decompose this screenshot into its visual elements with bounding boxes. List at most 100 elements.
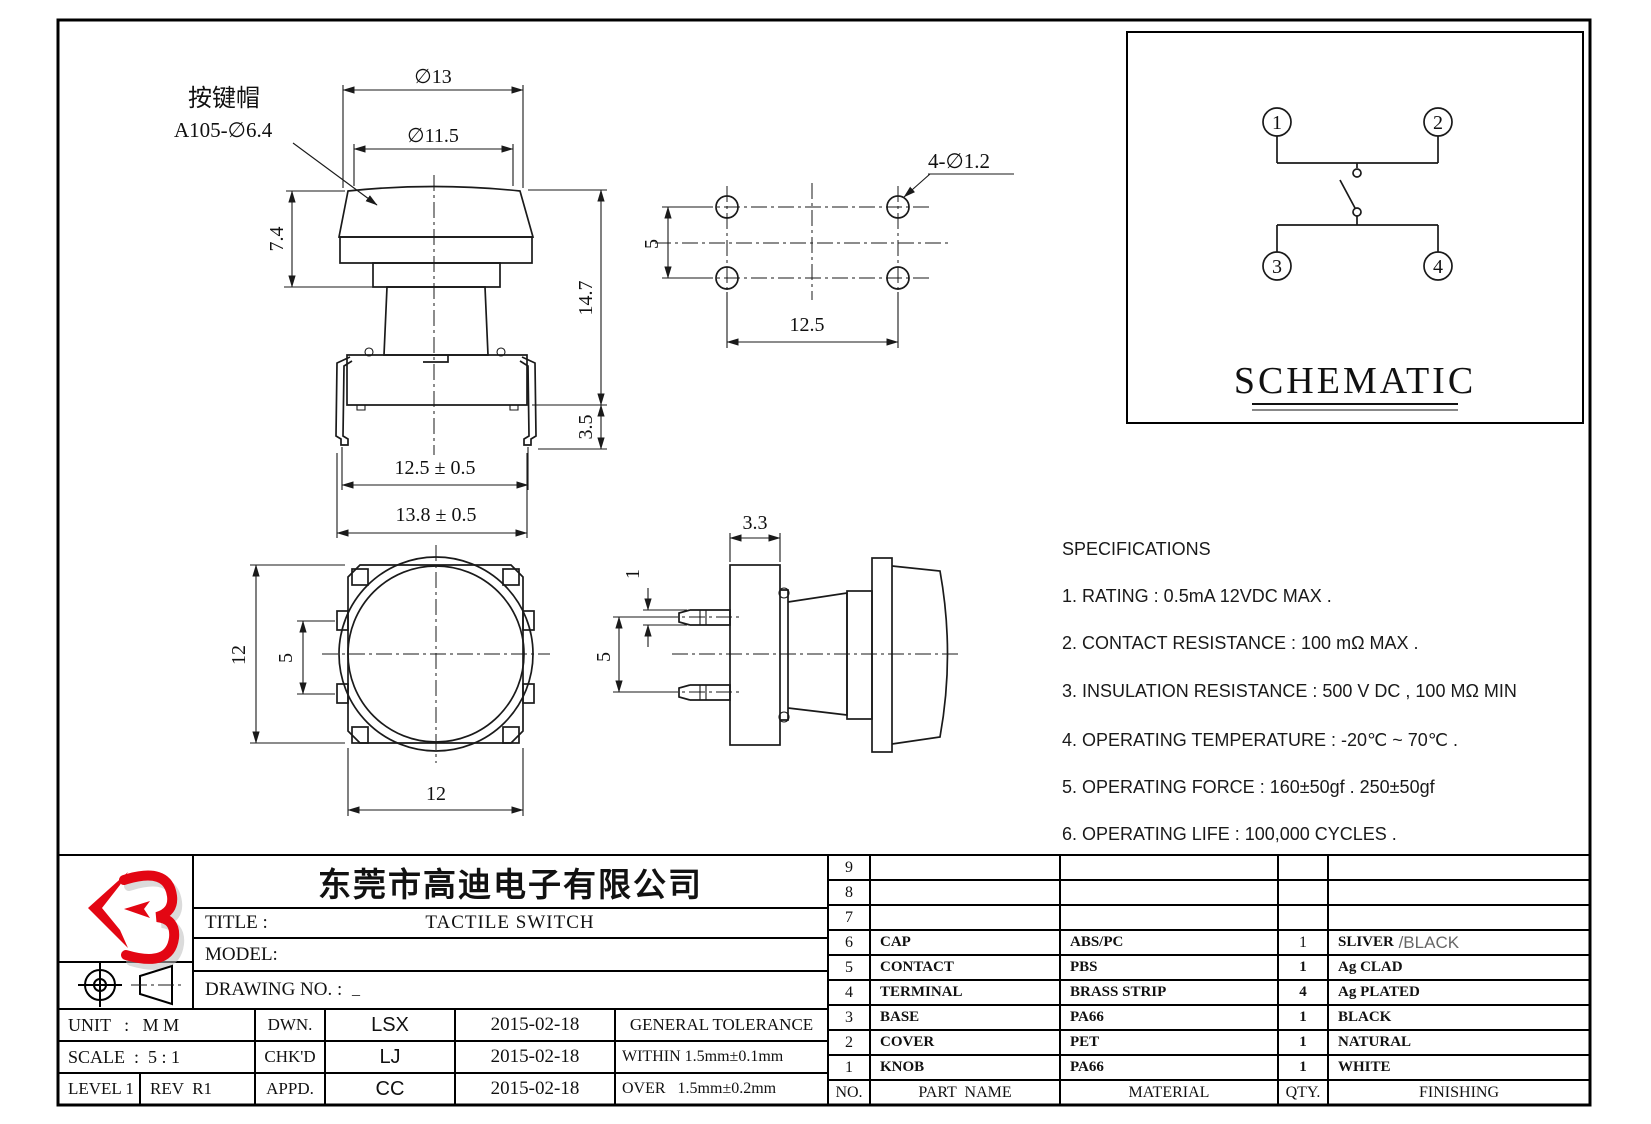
schematic-pin-2: 2 — [1433, 112, 1443, 134]
page-frame — [56, 18, 1592, 1107]
part-finishing: Ag CLAD — [1338, 959, 1403, 975]
spec-line-6: 6. OPERATING LIFE : 100,000 CYCLES . — [1062, 823, 1397, 844]
finishing-main: SLIVER — [1338, 934, 1394, 950]
part-row-no: 6 — [845, 933, 853, 951]
dim-side-1: 1 — [622, 569, 644, 579]
part-row-no: 3 — [845, 1008, 853, 1026]
part-material: PA66 — [1070, 1059, 1104, 1075]
dim-front-147: 14.7 — [575, 281, 597, 316]
front-view: ∅13 ∅11.5 按键帽 A105-∅6.4 7.4 14.7 3.5 12.… — [174, 66, 607, 538]
dim-front-74: 7.4 — [266, 227, 288, 252]
chk-date: 2015-02-18 — [490, 1046, 580, 1067]
part-finishing: Ag PLATED — [1338, 984, 1420, 1000]
schematic-pin-3: 3 — [1272, 256, 1282, 278]
dim-pcb-holes: 4-∅1.2 — [928, 149, 990, 173]
company-logo — [88, 870, 185, 970]
part-name: CAP — [880, 934, 911, 950]
spec-line-1: 1. RATING : 0.5mA 12VDC MAX . — [1062, 585, 1332, 606]
company-name: 东莞市高迪电子有限公司 — [318, 866, 703, 903]
dwn-name: LSX — [371, 1013, 409, 1036]
part-qty: 1 — [1299, 1034, 1307, 1050]
part-material: PA66 — [1070, 1009, 1104, 1025]
part-finishing: SLIVER /BLACK — [1338, 930, 1588, 955]
dim-front-125: 12.5 ± 0.5 — [395, 457, 476, 479]
schematic-pin-4: 4 — [1433, 256, 1443, 278]
table-grid — [58, 854, 1590, 1105]
cap-label-cn: 按键帽 — [188, 85, 260, 112]
part-row-no: 9 — [845, 858, 853, 876]
part-finishing: WHITE — [1338, 1059, 1391, 1075]
dwn-date: 2015-02-18 — [490, 1014, 580, 1035]
dim-pcb-125: 12.5 — [790, 314, 825, 336]
projection-symbol — [78, 963, 181, 1007]
spec-line-4: 4. OPERATING TEMPERATURE : -20℃ ~ 70℃ . — [1062, 729, 1459, 750]
part-qty: 4 — [1299, 984, 1307, 1000]
part-row-no: 8 — [845, 883, 853, 901]
part-finishing: BLACK — [1338, 1009, 1392, 1025]
appd-role: APPD. — [266, 1079, 314, 1098]
dim-front-dia115: ∅11.5 — [407, 125, 459, 147]
appd-date: 2015-02-18 — [490, 1078, 580, 1099]
dim-front-dia13: ∅13 — [414, 66, 451, 88]
part-qty: 1 — [1299, 933, 1307, 951]
spec-line-5: 5. OPERATING FORCE : 160±50gf . 250±50gf — [1062, 776, 1435, 797]
parts-header-no: NO. — [835, 1083, 863, 1101]
level-field: LEVEL 1 — [68, 1079, 134, 1098]
spec-line-3: 3. INSULATION RESISTANCE : 500 V DC , 10… — [1062, 680, 1517, 701]
model-label: MODEL: — [205, 943, 278, 965]
part-material: PET — [1070, 1034, 1100, 1050]
dim-front-35: 3.5 — [575, 415, 597, 440]
dim-bottom-5: 5 — [275, 653, 297, 663]
unit-field: UNIT : M M — [68, 1014, 180, 1035]
finishing-alt: /BLACK — [1393, 932, 1460, 952]
dim-front-138: 13.8 ± 0.5 — [396, 504, 477, 526]
drawing-no-label: DRAWING NO. : — [205, 979, 343, 1000]
part-row-no: 2 — [845, 1033, 853, 1051]
bottom-view: 12 5 12 — [228, 545, 550, 816]
part-row-no: 7 — [845, 908, 853, 926]
part-name: COVER — [880, 1034, 935, 1050]
tolerance-within: WITHIN 1.5mm±0.1mm — [622, 1048, 784, 1065]
title-label: TITLE : — [205, 912, 268, 933]
drawing-no-value: _ — [352, 981, 360, 998]
part-finishing: NATURAL — [1338, 1034, 1412, 1050]
schematic-box: 1 2 3 4 SCHEMATIC — [1126, 31, 1584, 424]
dim-side-33: 3.3 — [743, 512, 768, 534]
part-row-no: 1 — [845, 1058, 853, 1076]
schematic-title: SCHEMATIC — [1234, 360, 1476, 402]
appd-name: CC — [375, 1077, 405, 1100]
parts-header-name: PART NAME — [918, 1083, 1012, 1101]
parts-header-material: MATERIAL — [1128, 1083, 1210, 1101]
specs-title: SPECIFICATIONS — [1062, 538, 1211, 559]
part-material: ABS/PC — [1070, 934, 1124, 950]
dim-bottom-12: 12 — [426, 783, 446, 805]
parts-header-qty: QTY. — [1285, 1083, 1321, 1101]
chk-role: CHK'D — [264, 1047, 316, 1066]
schematic-pin-1: 1 — [1272, 112, 1282, 134]
part-qty: 1 — [1299, 1059, 1307, 1075]
dim-side-5: 5 — [593, 652, 615, 662]
scale-field: SCALE : 5 : 1 — [68, 1046, 181, 1067]
dim-pcb-5: 5 — [641, 239, 663, 249]
part-qty: 1 — [1299, 1009, 1307, 1025]
cap-label-code: A105-∅6.4 — [174, 118, 273, 142]
part-row-no: 4 — [845, 983, 853, 1001]
part-name: KNOB — [880, 1059, 925, 1075]
part-name: TERMINAL — [880, 984, 963, 1000]
dwn-role: DWN. — [267, 1015, 313, 1034]
part-name: CONTACT — [880, 959, 954, 975]
chk-name: LJ — [379, 1045, 401, 1068]
parts-header-finishing: FINISHING — [1419, 1083, 1499, 1101]
spec-line-2: 2. CONTACT RESISTANCE : 100 mΩ MAX . — [1062, 632, 1419, 653]
side-view: 3.3 1 5 — [593, 512, 962, 753]
title-value: TACTILE SWITCH — [425, 912, 595, 933]
part-material: PBS — [1070, 959, 1098, 975]
pcb-layout-view: 5 12.5 4-∅1.2 — [641, 149, 1014, 348]
part-name: BASE — [880, 1009, 920, 1025]
dim-bottom-12-left: 12 — [228, 645, 250, 665]
part-qty: 1 — [1299, 959, 1307, 975]
tolerance-title: GENERAL TOLERANCE — [629, 1015, 814, 1034]
rev-field: REV R1 — [150, 1079, 213, 1098]
